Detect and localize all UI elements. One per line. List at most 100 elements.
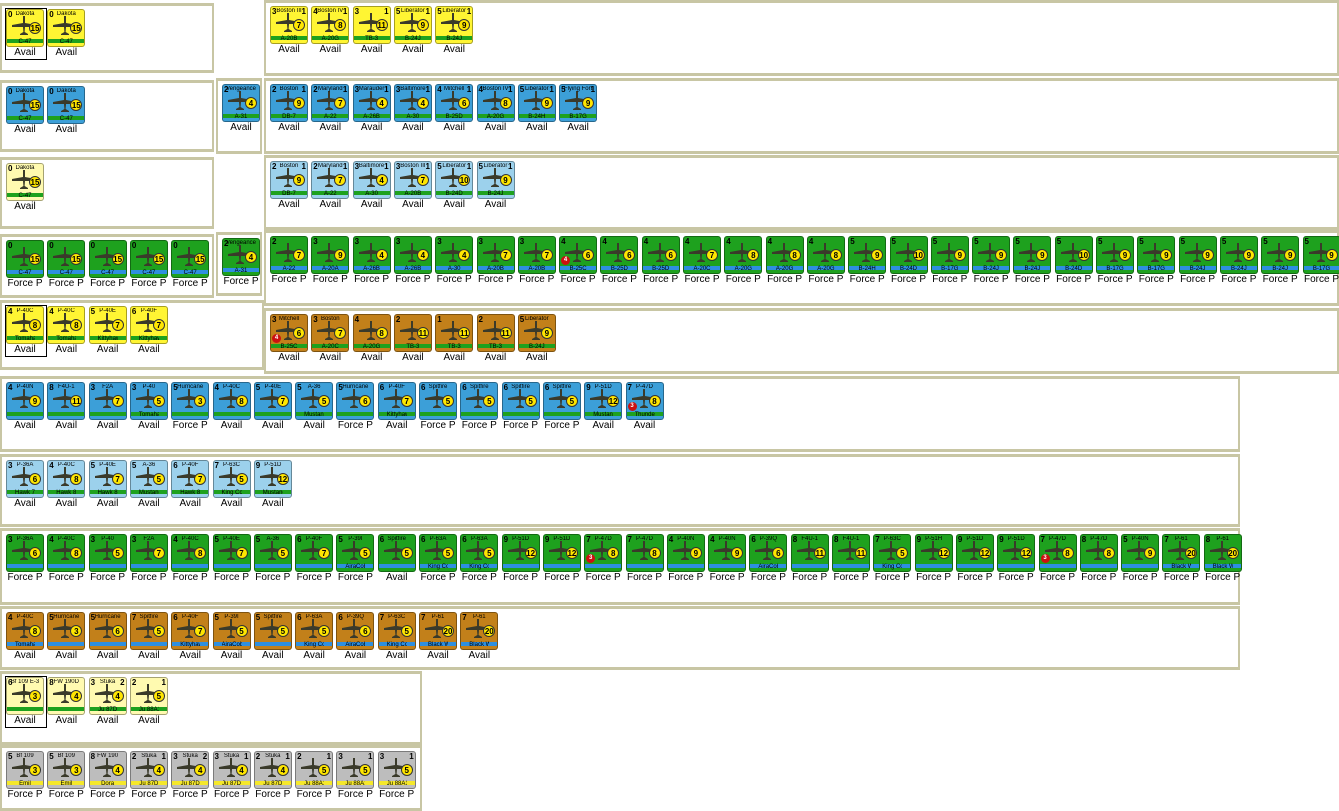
counter-slot[interactable]: 5A-36Mustang5Avail [295,382,335,432]
unit-counter[interactable]: 3P-40Tomahawk5 [129,382,168,420]
counter-slot[interactable]: 4P-40CTomahawk8Avail [5,305,47,357]
counter-slot[interactable]: 6P-40FKittyhawk7Avail [171,612,211,662]
unit-counter[interactable]: 9P-51DMustang12 [253,460,292,498]
counter-slot[interactable]: 9P-51DMustang12Avail [584,382,624,432]
unit-counter[interactable]: 4P-40CTomahawk8 [47,306,86,344]
counter-slot[interactable]: 3P-40Tomahawk5Avail [129,382,170,432]
counter-slot[interactable]: 6P-39QAiraCobra6Avail [336,612,376,662]
unit-counter[interactable]: 6P-39QAiraCobra6 [749,534,788,572]
